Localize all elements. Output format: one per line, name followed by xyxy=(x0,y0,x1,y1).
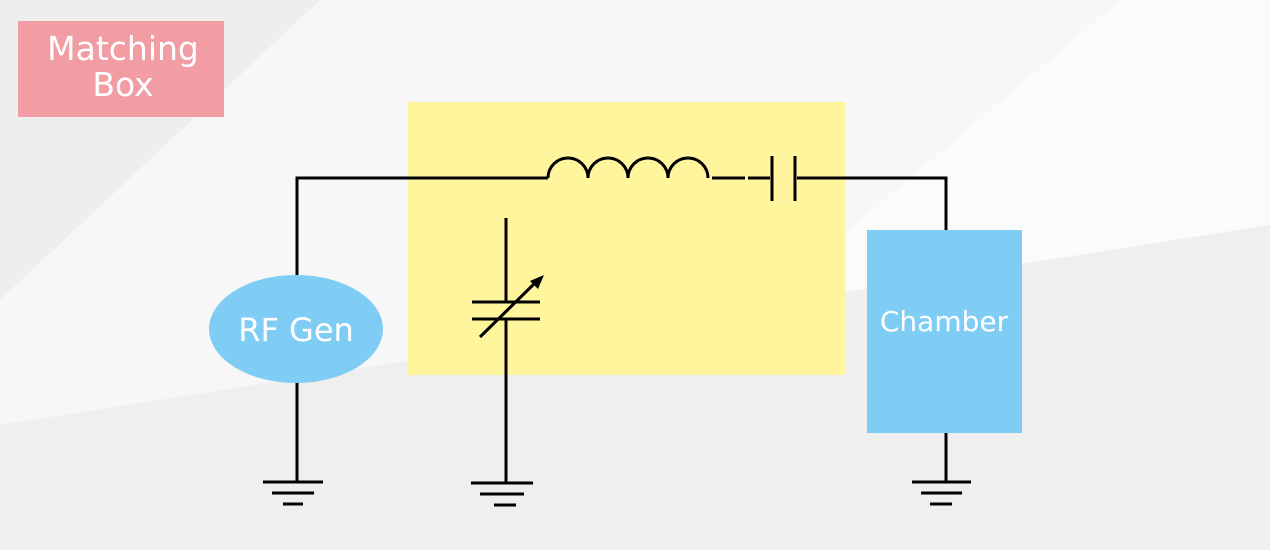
chamber: Chamber xyxy=(867,230,1022,433)
title-line-2: Box xyxy=(92,65,153,104)
chamber-label: Chamber xyxy=(880,305,1009,338)
inductor-icon xyxy=(546,156,710,179)
variable-capacitor-icon xyxy=(472,275,544,339)
capacitor-icon xyxy=(770,156,797,201)
matching-network-region xyxy=(408,102,845,375)
title-line-1: Matching xyxy=(47,29,199,68)
title-box xyxy=(18,21,224,117)
ground-icon xyxy=(471,481,533,507)
matching-box-title: Matching Box xyxy=(18,21,224,117)
rf-generator: RF Gen xyxy=(209,275,383,383)
ground-icon xyxy=(912,480,971,506)
ground-icon xyxy=(263,480,323,506)
rf-generator-shape xyxy=(209,275,383,383)
chamber-shape xyxy=(867,230,1022,433)
rf-generator-label: RF Gen xyxy=(238,311,354,349)
wire-capacitor-to-chamber xyxy=(797,176,948,230)
background-shape-top-right xyxy=(760,0,1270,305)
wire-rf-to-inductor xyxy=(295,176,548,275)
wires xyxy=(295,176,948,483)
